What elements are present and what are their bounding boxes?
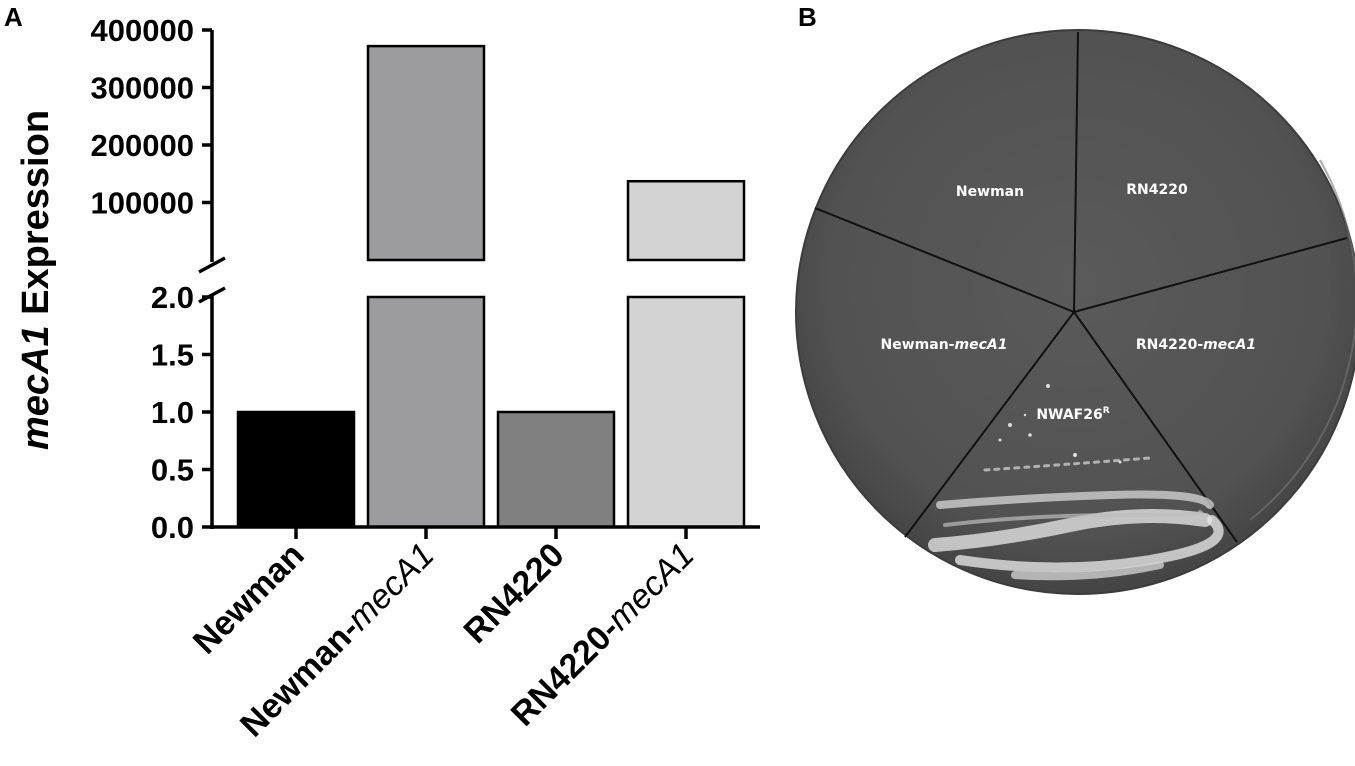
panel-b-label: B — [798, 2, 817, 32]
sector-label-newman-meca1: Newman-mecA1 — [881, 337, 1008, 353]
bacterial-growth — [928, 456, 1224, 581]
bar-upper-segment — [366, 44, 486, 262]
sector-label-nwaf26r: NWAF26R — [1036, 406, 1109, 423]
sector-label-text: RN4220 — [1126, 182, 1188, 198]
y-tick-label: 200000 — [91, 128, 194, 163]
y-tick-label: 2.0 — [151, 280, 194, 315]
x-tick-label: Newman — [186, 536, 312, 662]
bar — [236, 410, 356, 529]
bar-lower-segment — [626, 295, 746, 529]
x-axis — [210, 525, 760, 539]
y-axis — [198, 28, 226, 529]
sector-label-text: RN4220- — [1136, 337, 1203, 353]
y-tick-label: 100000 — [91, 186, 194, 221]
y-tick-label: 1.0 — [151, 395, 194, 430]
y-tick-labels: 0.0 0.5 1.0 1.5 2.0 100000 200000 300000 400000 — [91, 13, 194, 545]
y-tick-label: 0.0 — [151, 510, 194, 545]
bar — [496, 410, 616, 529]
sector-label-gene: mecA1 — [955, 337, 1008, 353]
axis-break-mark — [198, 256, 226, 274]
sector-divider-line — [904, 311, 1075, 538]
bar-lower-segment — [366, 295, 486, 529]
y-tick-label: 0.5 — [151, 453, 194, 488]
bar-chart: 0.00.51.01.52.0100000200000300000400000 … — [91, 13, 760, 744]
x-tick-label: RN4220 — [457, 536, 572, 651]
sector-divider-line — [814, 207, 1075, 313]
y-axis-label: mecA1 Expression — [15, 110, 57, 450]
sector-label-text: Newman- — [881, 337, 955, 353]
sector-label-gene: mecA1 — [1203, 337, 1256, 353]
agar-plate-photo: Newman RN4220 Newman-mecA1 RN4220-mecA1 … — [795, 29, 1355, 595]
plate-rim-highlight — [1249, 159, 1355, 521]
y-axis-label-gene: mecA1 — [15, 325, 57, 450]
colony-dots — [998, 384, 1122, 464]
y-tick-label: 300000 — [91, 71, 194, 106]
sector-label-text: NWAF26 — [1036, 407, 1102, 423]
y-tick-label: 400000 — [91, 13, 194, 48]
y-axis-label-text: Expression — [15, 110, 57, 325]
axis-break-mark — [198, 286, 226, 304]
panel-a-label: A — [4, 2, 23, 32]
sector-divider-line — [1073, 237, 1348, 313]
sector-label-superscript: R — [1103, 406, 1110, 416]
sector-divider-line — [1073, 31, 1079, 313]
bar-upper-segment — [626, 179, 746, 262]
y-tick-label: 1.5 — [151, 338, 194, 373]
sector-label-text: Newman — [956, 184, 1024, 200]
sector-label-newman: Newman — [956, 184, 1024, 200]
bars — [236, 44, 746, 529]
sector-label-rn4220-meca1: RN4220-mecA1 — [1136, 337, 1256, 353]
sector-label-rn4220: RN4220 — [1126, 182, 1188, 198]
